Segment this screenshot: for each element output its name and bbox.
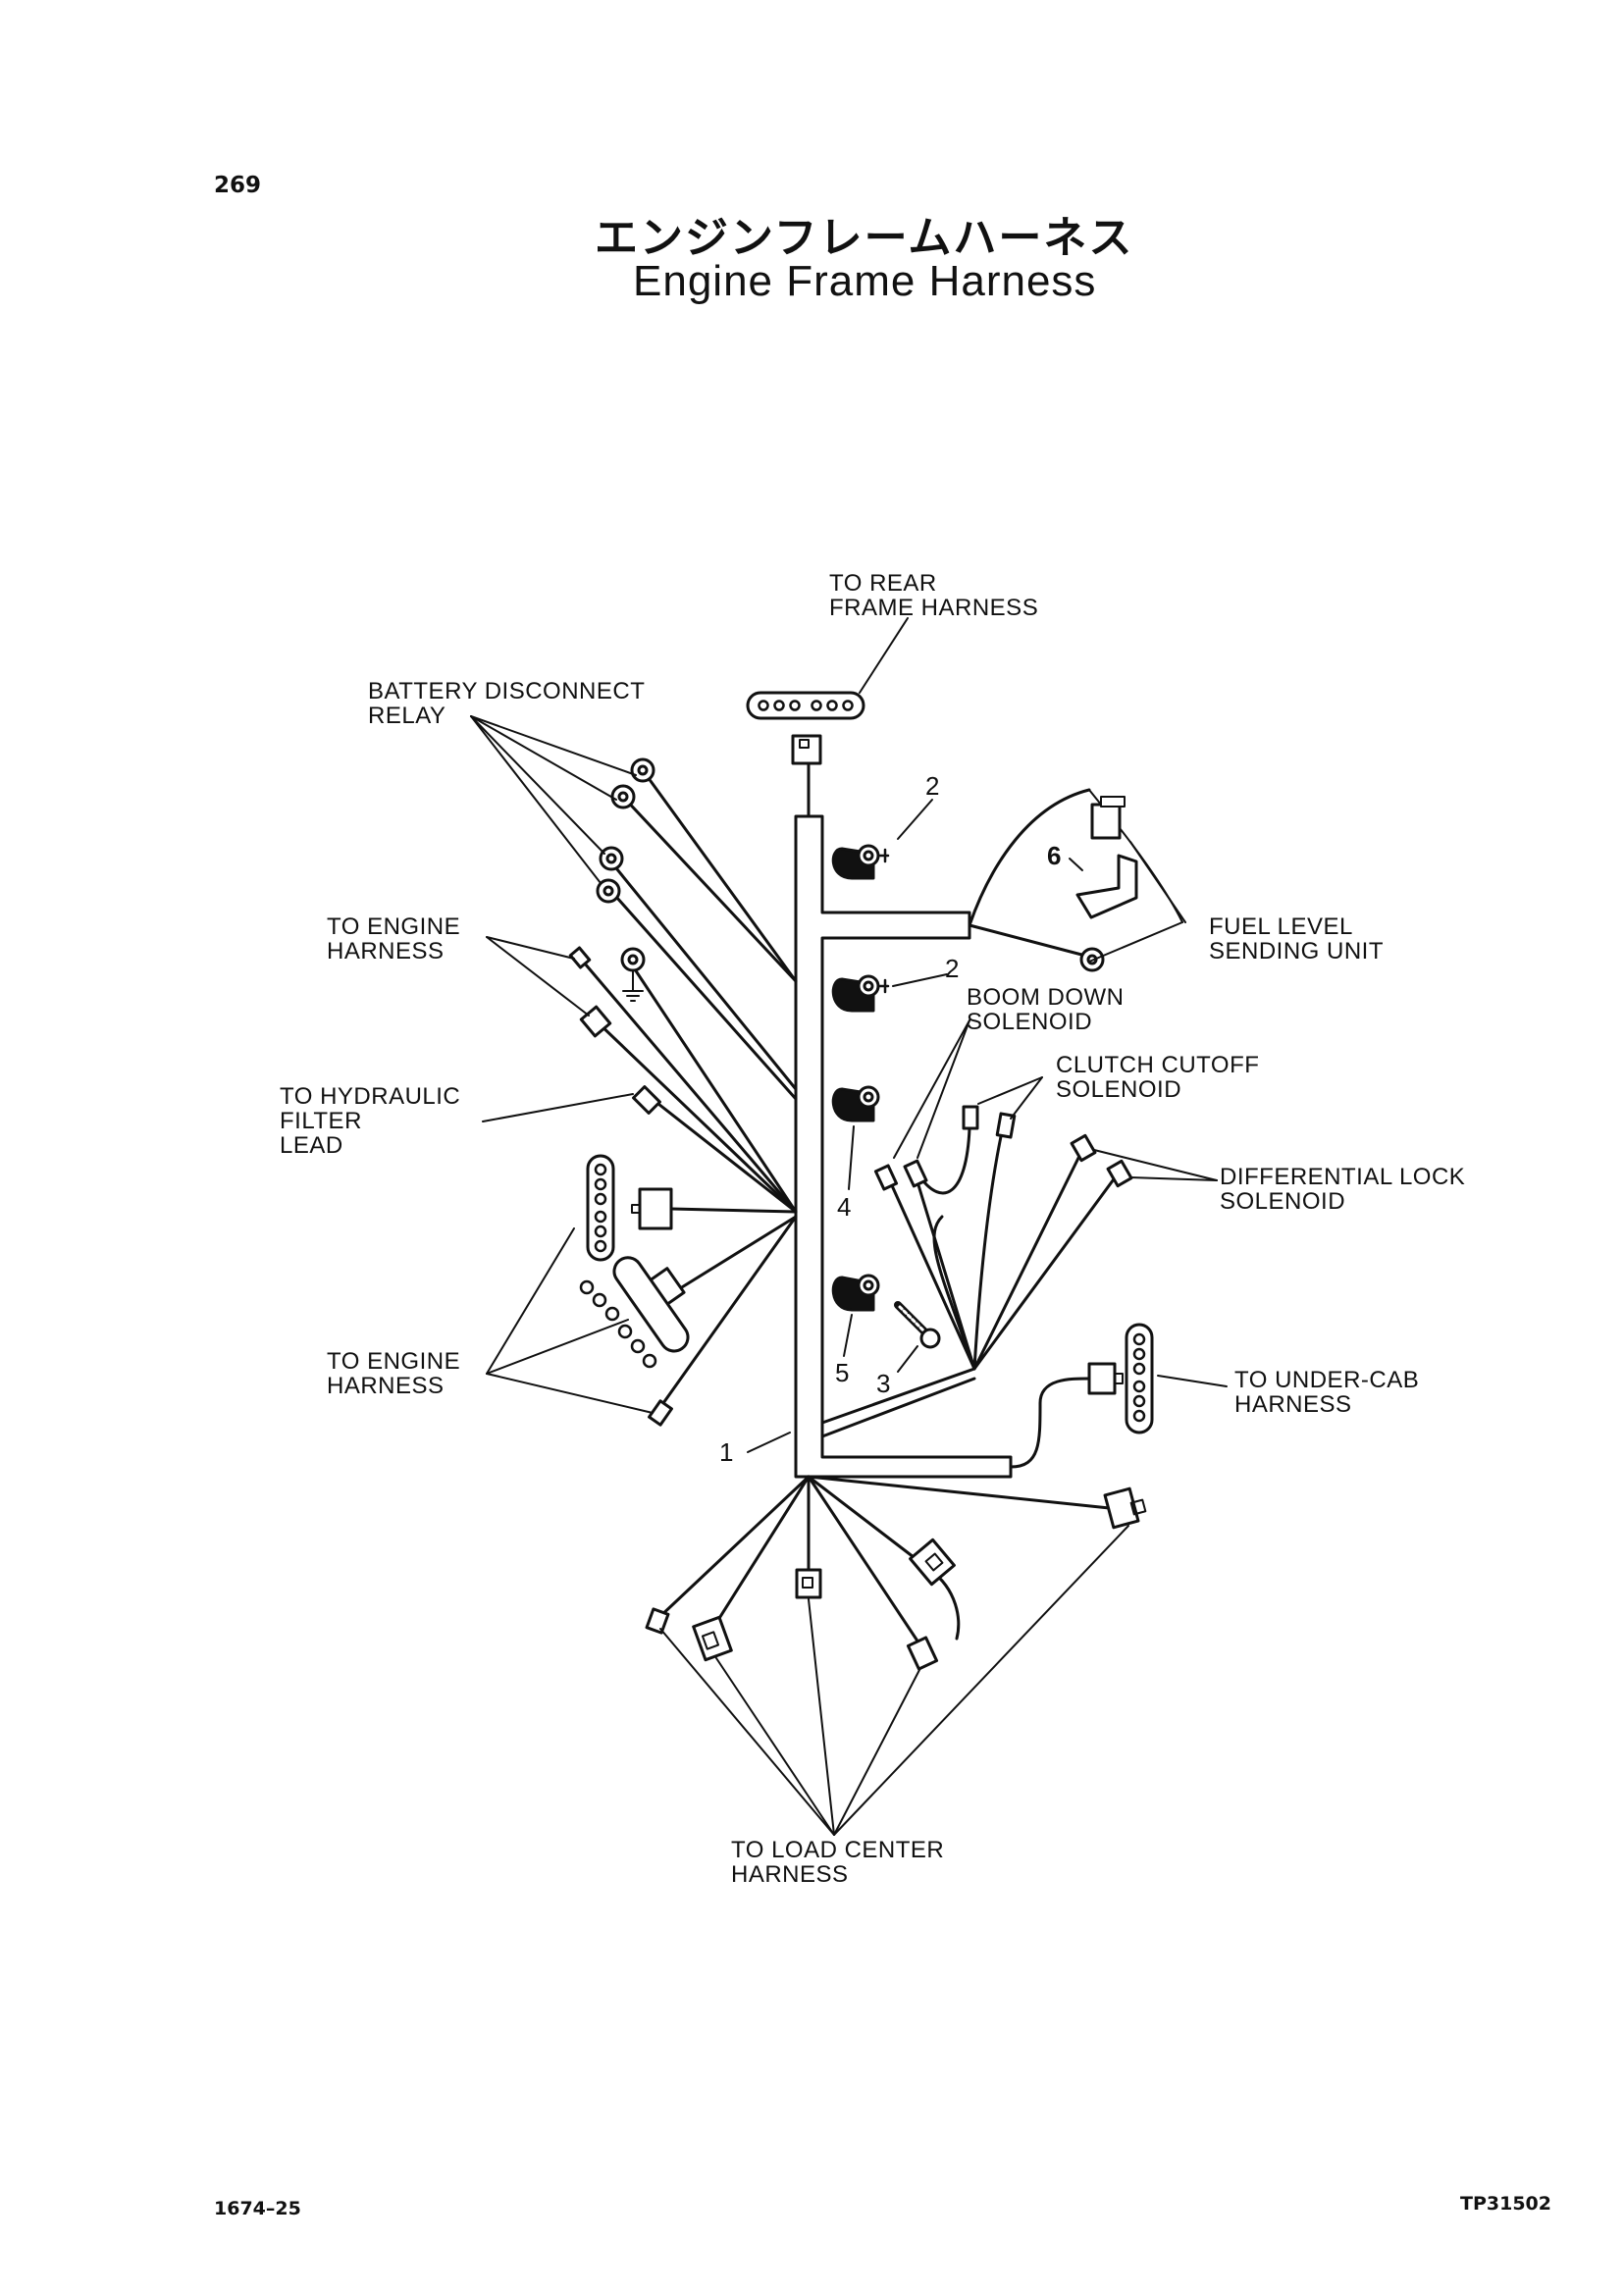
rear-frame-lead xyxy=(746,617,909,818)
main-harness-trunk xyxy=(794,814,1013,1479)
engine-harness-lower xyxy=(486,1154,798,1427)
hydraulic-filter-wire xyxy=(482,1085,798,1214)
callout-clamp-middle: 2 xyxy=(945,954,960,983)
screw xyxy=(894,1301,941,1373)
callout-clamp-upper: 2 xyxy=(925,771,940,801)
clamp-5 xyxy=(831,1274,880,1357)
title-english: Engine Frame Harness xyxy=(633,257,1097,305)
engine-harness-upper-wires xyxy=(486,936,798,1214)
callout-clamp-5: 5 xyxy=(835,1358,850,1387)
callout-bracket: 6 xyxy=(1047,841,1062,870)
footer-left-code: 1674–25 xyxy=(214,2198,301,2219)
clamp-middle xyxy=(831,973,948,1013)
title-japanese: エンジンフレームハーネス xyxy=(595,213,1134,263)
fuel-level-wires xyxy=(968,788,1186,972)
clamp-4 xyxy=(831,1085,880,1190)
callout-clamp-4: 4 xyxy=(837,1192,852,1222)
harness-callout-leader xyxy=(747,1432,791,1453)
battery-relay-wires xyxy=(470,715,798,1101)
callout-screw: 3 xyxy=(876,1369,891,1398)
footer-right-code: TP31502 xyxy=(1460,2193,1551,2215)
ground-terminal xyxy=(620,947,798,1214)
load-center-wires xyxy=(645,1475,1147,1836)
solenoid-wires xyxy=(873,1019,1218,1371)
under-cab-wires xyxy=(1009,1323,1228,1469)
clamp-upper xyxy=(831,799,933,880)
callout-harness: 1 xyxy=(719,1437,734,1467)
page-number: 269 xyxy=(214,173,262,198)
